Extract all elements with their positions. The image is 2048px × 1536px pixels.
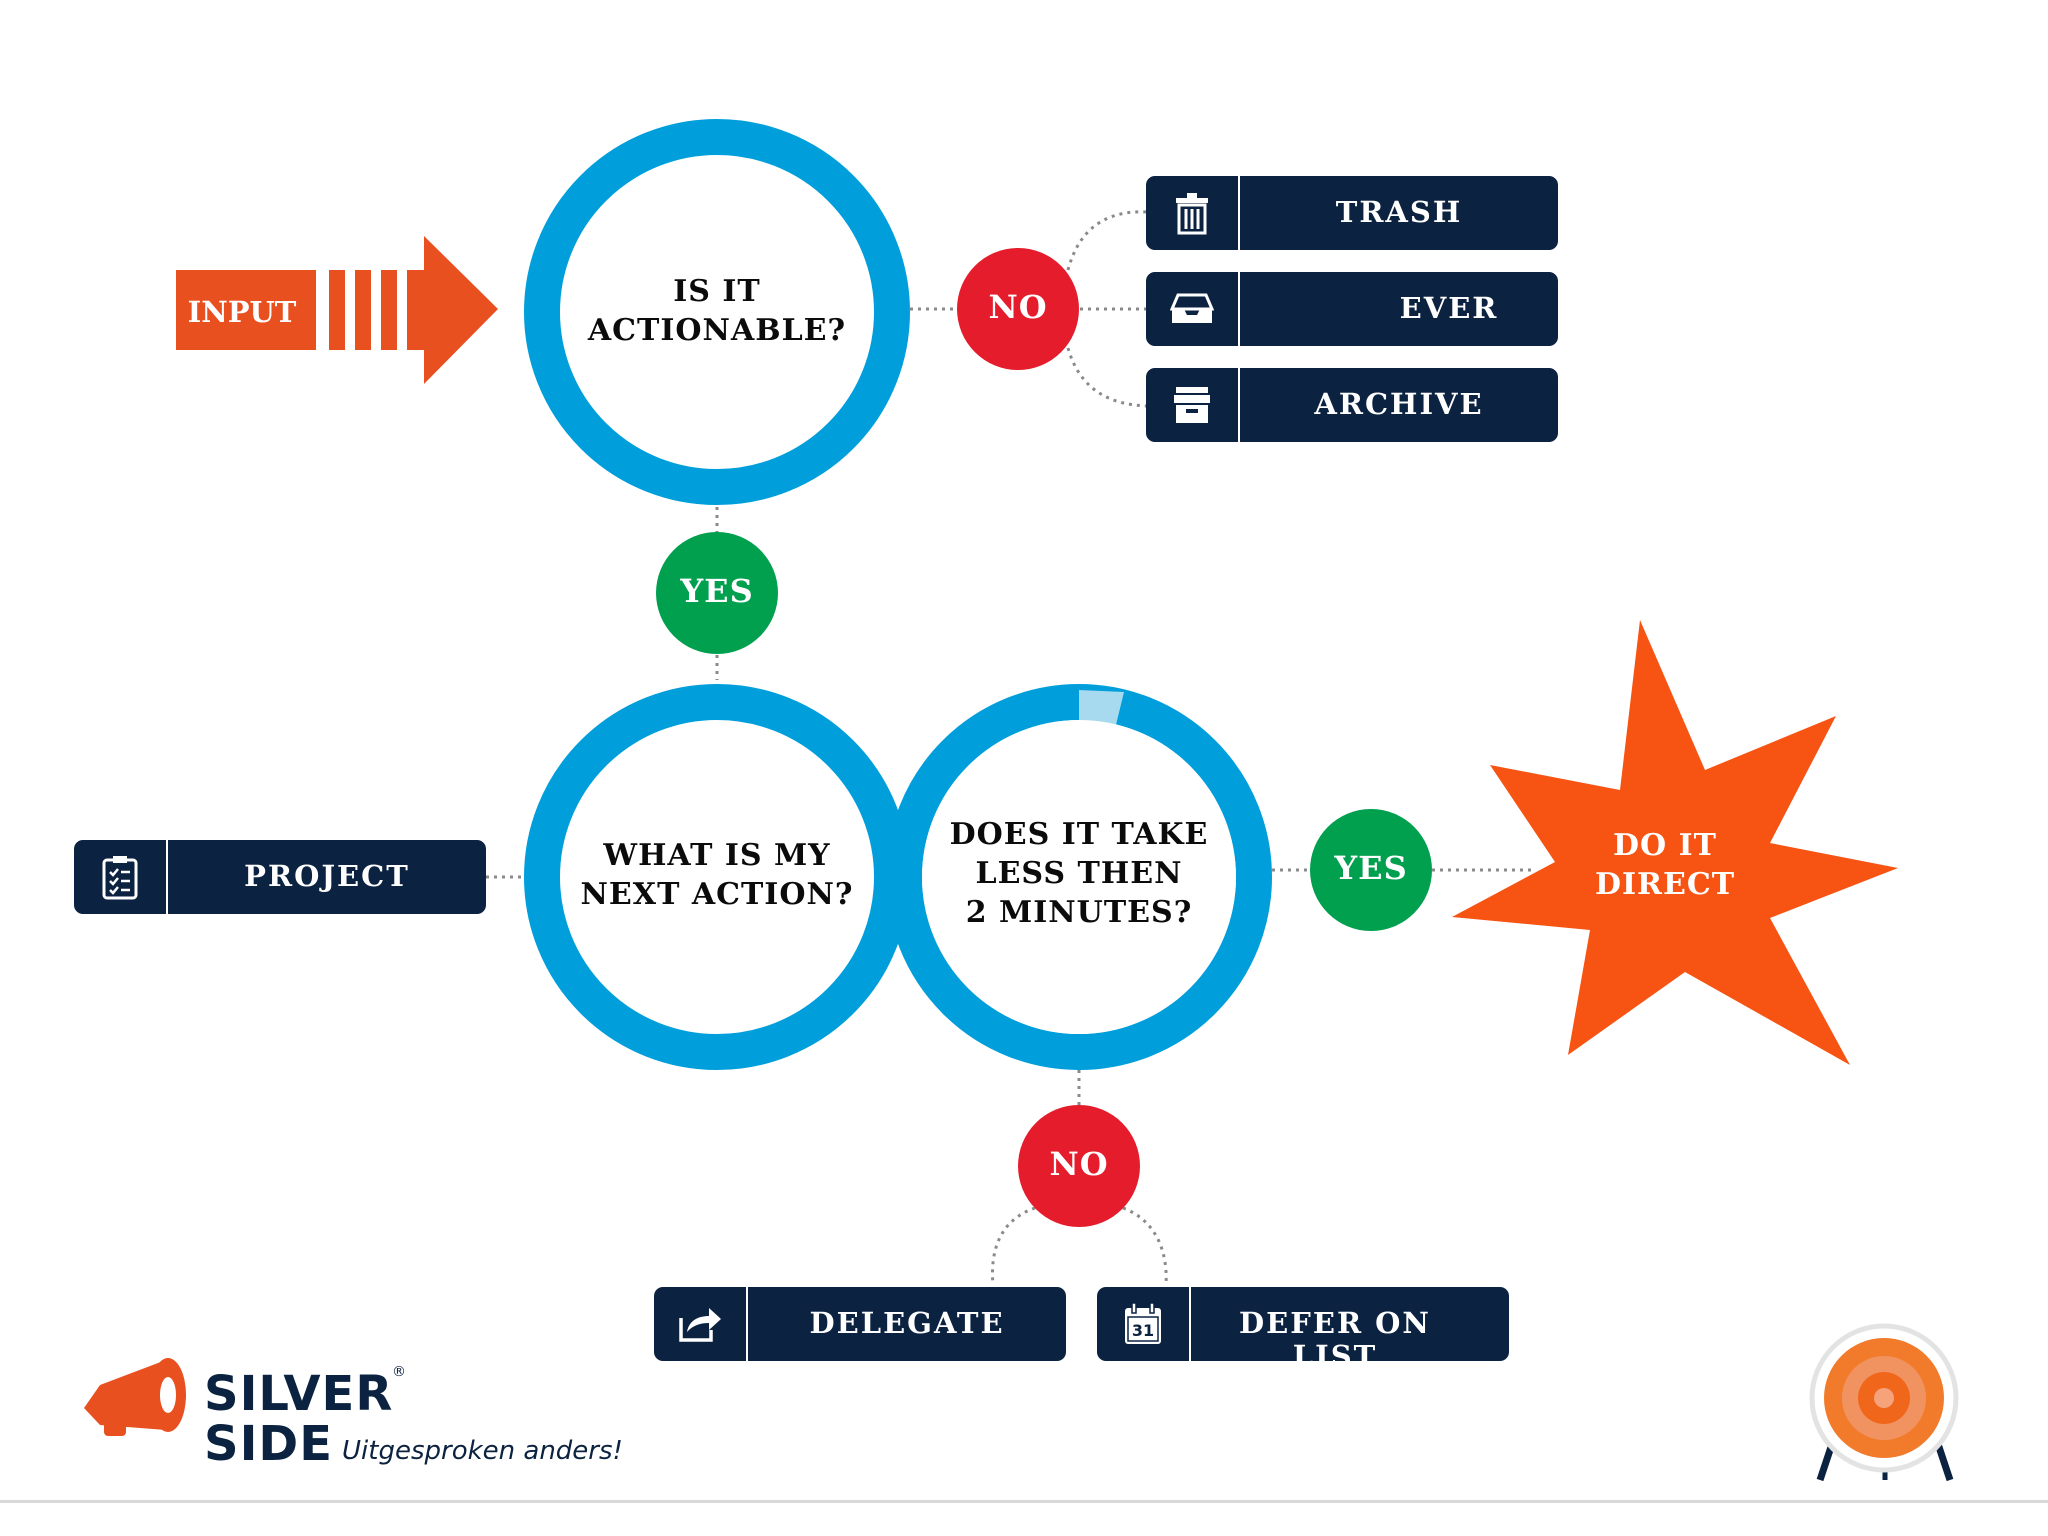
no-label-bottom: NO [1049,1145,1109,1183]
trash-icon [1176,193,1208,235]
do-it-direct-star [1452,620,1898,1065]
question-actionable-line1: IS IT [673,274,761,309]
action-ever[interactable]: EVER [1146,272,1558,346]
input-arrow-stripe [355,270,371,350]
action-trash[interactable]: TRASH [1146,176,1558,250]
logo-silver: SILVER [204,1366,394,1422]
input-arrow-head [407,236,498,384]
action-ever-label: EVER [1399,291,1499,325]
connector-no-to-delegate [991,1206,1036,1286]
action-project[interactable]: PROJECT [74,840,486,914]
logo-registered: ® [392,1364,407,1380]
connector-no-to-archive [1066,347,1149,408]
calendar-day: 31 [1131,1321,1155,1340]
question-two-minutes-line2: LESS THEN [975,856,1183,891]
input-arrow [176,236,498,384]
outcome-do-it-direct: DO IT DIRECT [1545,826,1785,904]
action-delegate-label: DELEGATE [809,1306,1005,1340]
action-delegate[interactable]: DELEGATE [654,1287,1066,1361]
connector-no-to-defer [1122,1206,1168,1286]
yes-label-right: YES [1334,849,1408,887]
action-defer[interactable]: 31 DEFER ON LIST [1097,1287,1509,1361]
no-label-top: NO [988,288,1048,326]
question-actionable-line2: ACTIONABLE? [587,313,847,348]
action-trash-label: TRASH [1335,195,1463,229]
outcome-line2: DIRECT [1594,867,1736,902]
no-dot-top [957,248,1079,370]
question-two-minutes-line3: 2 MINUTES? [965,895,1193,930]
input-arrow-stripe [381,270,397,350]
calendar-icon: 31 [1123,1302,1163,1346]
target-icon [1809,1323,1959,1482]
clipboard-checklist-icon [102,856,138,900]
input-arrow-stripe [329,270,345,350]
yes-label-middle: YES [680,572,754,610]
logo-side: SIDE [204,1416,334,1472]
question-next-action-line1: WHAT IS MY [603,838,831,873]
question-actionable: IS IT ACTIONABLE? [567,272,867,350]
question-next-action: WHAT IS MY NEXT ACTION? [567,836,867,914]
input-label: INPUT [187,295,297,329]
archive-box-icon [1174,387,1210,423]
question-next-action-line2: NEXT ACTION? [580,877,854,912]
action-archive[interactable]: ARCHIVE [1146,368,1558,442]
yes-dot-middle [656,532,778,654]
action-defer-label: DEFER ON LIST [1239,1306,1431,1361]
logo-tagline: Uitgesproken anders! [342,1436,623,1466]
question-two-minutes: DOES IT TAKE LESS THEN 2 MINUTES? [929,815,1229,932]
action-project-label: PROJECT [244,859,410,893]
yes-dot-right [1310,809,1432,931]
inbox-tray-icon [1170,293,1214,323]
bottom-divider [0,1500,2048,1503]
share-arrow-icon [679,1308,721,1342]
connector-no-to-trash [1066,210,1149,271]
megaphone-icon [84,1358,186,1436]
action-archive-label: ARCHIVE [1314,387,1484,421]
question-two-minutes-line1: DOES IT TAKE [949,817,1209,852]
no-dot-bottom [1018,1105,1140,1227]
outcome-line1: DO IT [1613,828,1717,863]
input-arrow-body [176,270,316,350]
ring-actionable [524,119,910,505]
